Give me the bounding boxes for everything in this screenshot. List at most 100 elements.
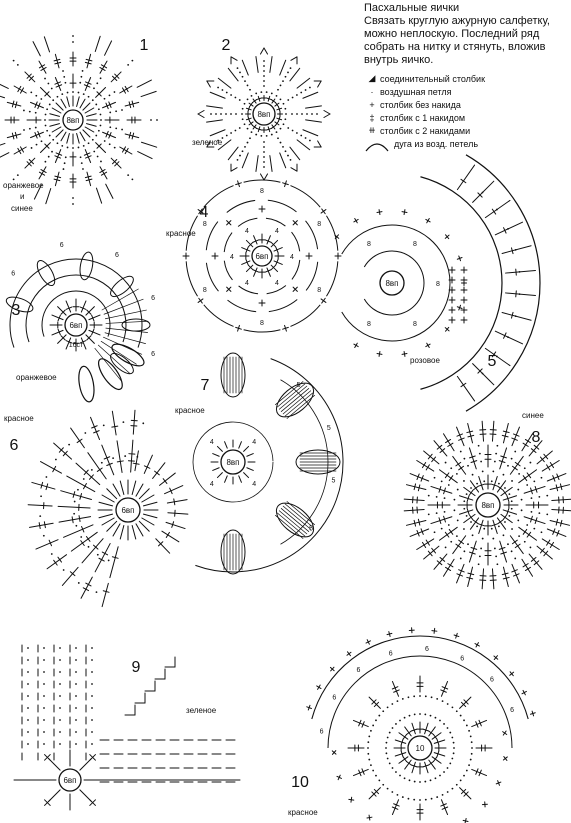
chain-count: 5 xyxy=(297,382,301,389)
yarn-color-label: красное xyxy=(288,808,318,817)
diagram-5: 8вп 8 8 8 8 8 5 розовое xyxy=(334,154,541,412)
legend-label: соединительный столбик xyxy=(380,73,486,84)
chain-count: 4 xyxy=(275,280,279,287)
chain-count: 8 xyxy=(317,287,321,294)
chain-count: 5 xyxy=(309,526,313,533)
yarn-color-label: синее xyxy=(11,204,33,213)
single-crochet-icon: + xyxy=(369,99,375,110)
legend-item-slip-stitch: ◢ соединительный столбик xyxy=(364,72,569,85)
yarn-color-label: зеленое xyxy=(186,706,217,715)
chain-count: 6 xyxy=(460,655,464,662)
chain-count: 6 xyxy=(151,295,155,302)
center-ring-label: 6вп xyxy=(63,776,76,785)
chain-arc-icon xyxy=(365,143,389,152)
diagram-number: 2 xyxy=(222,37,231,54)
chain-count: 5 xyxy=(327,425,331,432)
yarn-color-label: оранжевое xyxy=(3,181,44,190)
diagram-number: 9 xyxy=(132,659,141,676)
legend-label: столбик с 1 накидом xyxy=(380,112,466,123)
center-ring-label: 8вп xyxy=(385,279,398,288)
diagram-number: 8 xyxy=(532,429,541,446)
yarn-color-label: красное xyxy=(175,406,205,415)
diagram-9: 6вп 9 зеленое xyxy=(13,644,241,811)
page-title: Пасхальные яички xyxy=(364,2,460,14)
yarn-color-label: и xyxy=(20,192,24,201)
yarn-color-label: зеленое xyxy=(192,138,223,147)
chain-count: 8 xyxy=(203,287,207,294)
chain-count: 6 xyxy=(60,242,64,249)
chain-count: 8 xyxy=(413,321,417,328)
chain-count: 4 xyxy=(252,439,256,446)
diagram-7: 8вп 4 4 4 4 5 5 5 5 7 красное xyxy=(175,352,344,575)
yarn-color-label: синее xyxy=(522,411,544,420)
chain-count: 4 xyxy=(290,254,294,261)
chain-count: 6 xyxy=(151,351,155,358)
legend: ◢ соединительный столбик · воздушная пет… xyxy=(364,72,569,153)
diagram-number: 10 xyxy=(291,774,309,791)
slip-stitch-icon: ◢ xyxy=(368,73,376,83)
center-ring-label: 6вп xyxy=(69,321,82,330)
diagram-3: 6вп16ст6666663оранжевое xyxy=(5,242,155,403)
chain-count: 6 xyxy=(510,707,514,714)
chain-count: 5 xyxy=(331,478,335,485)
chain-count: 4 xyxy=(210,481,214,488)
chain-count: 6 xyxy=(11,270,15,277)
chain-count: 4 xyxy=(245,280,249,287)
chain-count: 4 xyxy=(210,439,214,446)
chain-count: 8 xyxy=(260,320,264,327)
chain-count: 6 xyxy=(389,650,393,657)
legend-item-double-crochet: ‡ столбик с 1 накидом xyxy=(364,111,569,124)
yarn-color-label: красное xyxy=(166,229,196,238)
treble-crochet-icon: ⧺ xyxy=(368,125,376,135)
yarn-color-label: розовое xyxy=(410,356,440,365)
diagram-number: 3 xyxy=(12,302,21,319)
yarn-color-label: красное xyxy=(4,414,34,423)
chain-count: 6 xyxy=(115,252,119,259)
chain-count: 8 xyxy=(436,281,440,288)
legend-item-chain: · воздушная петля xyxy=(364,85,569,98)
chain-count: 8 xyxy=(203,221,207,228)
chain-count: 6 xyxy=(490,677,494,684)
diagram-6: 6вп 6 красное xyxy=(4,409,189,608)
chain-count: 6 xyxy=(332,694,336,701)
instructions-text: Связать круглую ажурную салфетку, можно … xyxy=(364,15,550,66)
chain-stitch-icon: · xyxy=(370,86,374,97)
center-ring-label: 10 xyxy=(416,744,425,753)
legend-label: дуга из возд. петель xyxy=(394,139,479,149)
center-ring-label: 8вп xyxy=(66,116,79,125)
chain-count: 6 xyxy=(425,646,429,653)
center-ring-label: 8вп xyxy=(257,110,270,119)
diagram-1: 8вп 1 оранжевое и синее xyxy=(0,35,158,213)
chain-count: 4 xyxy=(230,254,234,261)
chain-count: 4 xyxy=(275,228,279,235)
diagram-number: 6 xyxy=(10,437,19,454)
chain-count: 8 xyxy=(260,188,264,195)
center-ring-label: 8вп xyxy=(481,501,494,510)
yarn-color-label: оранжевое xyxy=(16,373,57,382)
diagram-number: 5 xyxy=(488,353,497,370)
diagram-number: 4 xyxy=(200,204,209,221)
center-ring-label: 6вп xyxy=(255,252,268,261)
center-ring-label: 8вп xyxy=(226,458,239,467)
legend-item-chain-arc: дуга из возд. петель xyxy=(364,139,569,153)
legend-label: воздушная петля xyxy=(380,86,452,97)
chain-count: 8 xyxy=(317,221,321,228)
chain-count: 8 xyxy=(367,321,371,328)
legend-item-single-crochet: + столбик без накида xyxy=(364,98,569,111)
chain-count: 6 xyxy=(356,667,360,674)
diagram-number: 7 xyxy=(201,377,210,394)
chain-count: 8 xyxy=(413,241,417,248)
diagram-number: 1 xyxy=(140,37,149,54)
legend-label: столбик без накида xyxy=(380,99,461,110)
chain-count: 4 xyxy=(245,228,249,235)
center-ring-label: 6вп xyxy=(121,506,134,515)
chain-count: 8 xyxy=(367,241,371,248)
double-crochet-icon: ‡ xyxy=(369,112,375,123)
chain-count: 4 xyxy=(252,481,256,488)
legend-item-treble-crochet: ⧺ столбик с 2 накидами xyxy=(364,124,569,137)
diagram-2: 8вп 2 зеленое xyxy=(192,37,331,181)
